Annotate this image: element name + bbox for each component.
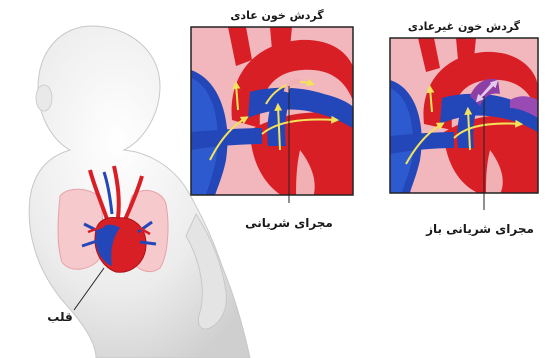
abnormal-circulation-panel — [390, 38, 540, 194]
normal-circulation-title: گردش خون عادی — [224, 9, 330, 22]
normal-circulation-panel — [191, 27, 360, 200]
abnormal-circulation-title: گردش خون غیرعادی — [400, 20, 528, 33]
abnormal-duct-caption: مجرای شریانی باز — [424, 222, 536, 236]
normal-duct-caption: مجرای شریانی — [236, 216, 342, 230]
heart-label: قلب — [40, 310, 80, 324]
